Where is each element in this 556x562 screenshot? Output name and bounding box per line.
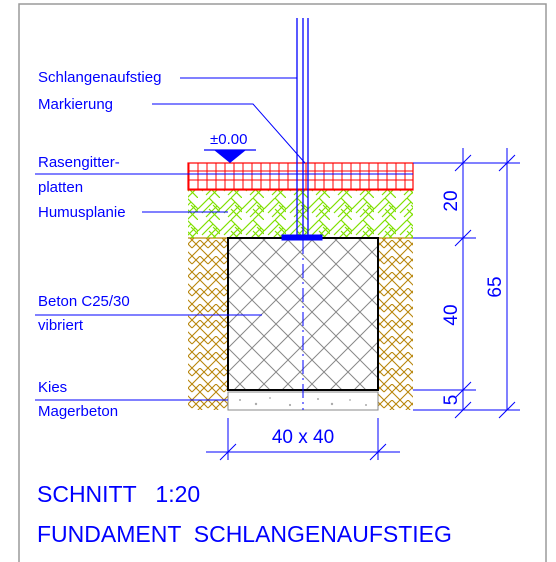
soil-layers [187, 162, 414, 410]
dim-5: 5 [441, 395, 462, 406]
dim-65: 65 [485, 276, 506, 297]
horizontal-dimension [206, 418, 400, 461]
dim-20: 20 [441, 190, 462, 211]
lean-concrete [227, 391, 379, 411]
label-rasengitter-1: Rasengitter- [38, 154, 120, 171]
label-beton-2: vibriert [38, 317, 84, 334]
vertical-dimensions [413, 148, 520, 419]
pole [296, 18, 309, 410]
label-humusplanie: Humusplanie [38, 204, 126, 221]
dim-width: 40 x 40 [272, 427, 334, 448]
gravel-right [378, 238, 413, 410]
level-label: ±0.00 [210, 131, 247, 148]
base-plate [281, 234, 323, 241]
label-schlangenaufstieg: Schlangenaufstieg [38, 69, 161, 86]
label-kies: Kies [38, 379, 67, 396]
title-line-1: SCHNITT 1:20 [37, 481, 200, 507]
label-markierung: Markierung [38, 96, 113, 113]
humus-layer [188, 190, 413, 238]
dim-40-vertical: 40 [441, 304, 462, 325]
level-marker: ±0.00 [204, 131, 256, 163]
title-line-2: FUNDAMENT SCHLANGENAUFSTIEG [37, 521, 452, 547]
leader-lines [35, 77, 413, 401]
label-beton-1: Beton C25/30 [38, 293, 130, 310]
grass-paver-layer [187, 162, 414, 191]
level-triangle [214, 150, 246, 163]
gravel-left [188, 238, 228, 410]
drawing-frame [18, 3, 547, 562]
label-rasengitter-2: platten [38, 179, 83, 196]
label-magerbeton: Magerbeton [38, 403, 118, 420]
